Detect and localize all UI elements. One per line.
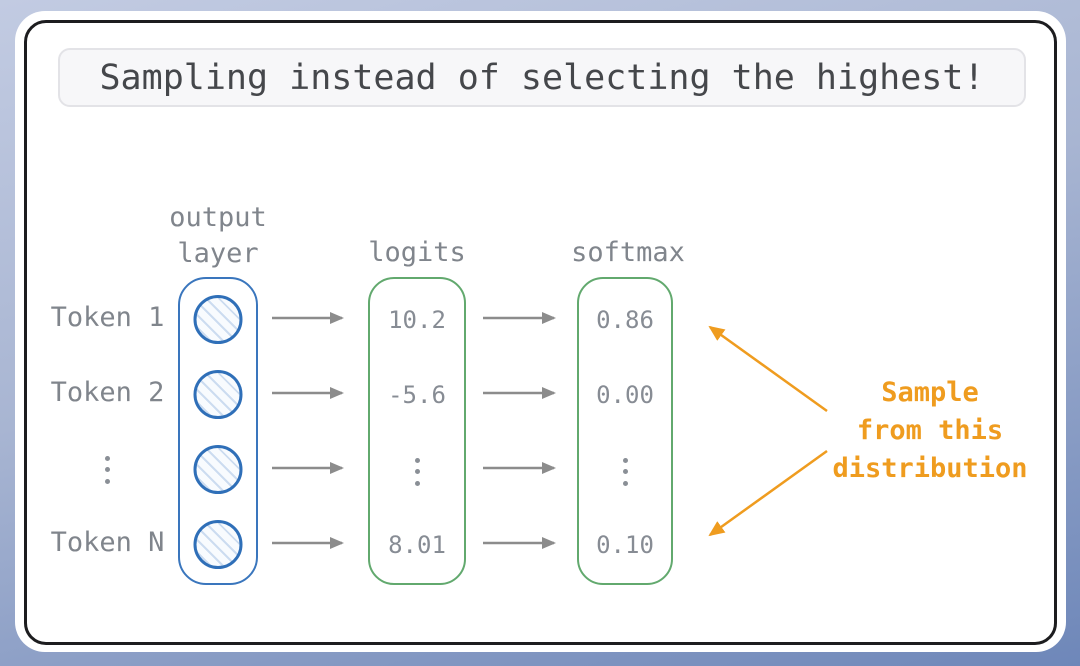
output-layer-label: output layer bbox=[128, 200, 308, 272]
ellipsis-dot bbox=[105, 467, 110, 472]
output-layer-box bbox=[178, 277, 258, 585]
logit-value-1: 10.2 bbox=[388, 306, 446, 334]
softmax-value-2: 0.00 bbox=[596, 381, 654, 409]
neuron-circle-1 bbox=[193, 295, 243, 344]
softmax-value-n: 0.10 bbox=[596, 531, 654, 559]
token-vertical-ellipsis bbox=[40, 449, 175, 490]
title-text: Sampling instead of selecting the highes… bbox=[99, 57, 985, 98]
ellipsis-dot bbox=[622, 457, 628, 463]
logits-vertical-ellipsis bbox=[370, 451, 464, 492]
logits-label: logits bbox=[368, 237, 466, 268]
output-layer-label-line2: layer bbox=[177, 238, 259, 269]
softmax-vertical-ellipsis bbox=[579, 451, 671, 492]
ellipsis-dot bbox=[414, 469, 420, 474]
ellipsis-dot bbox=[414, 480, 420, 486]
softmax-label: softmax bbox=[571, 237, 685, 268]
neuron-circle-2 bbox=[193, 370, 243, 419]
sample-annotation-line3: distribution bbox=[832, 453, 1028, 484]
token-2-label: Token 2 bbox=[50, 377, 165, 408]
token-n-label: Token N bbox=[50, 527, 165, 558]
logits-box: 10.2 -5.6 8.01 bbox=[368, 277, 466, 585]
softmax-value-1: 0.86 bbox=[596, 306, 654, 334]
title-banner: Sampling instead of selecting the highes… bbox=[58, 48, 1026, 107]
token-1-label: Token 1 bbox=[50, 302, 165, 333]
logit-value-2: -5.6 bbox=[388, 381, 446, 409]
neuron-circle-4 bbox=[193, 520, 243, 569]
sample-annotation-line2: from this bbox=[856, 415, 1004, 446]
ellipsis-dot bbox=[414, 457, 420, 463]
sample-annotation: Sample from this distribution bbox=[795, 374, 1065, 488]
ellipsis-dot bbox=[622, 469, 628, 474]
logit-value-n: 8.01 bbox=[388, 531, 446, 559]
output-layer-label-line1: output bbox=[169, 202, 267, 233]
softmax-box: 0.86 0.00 0.10 bbox=[577, 277, 673, 585]
ellipsis-dot bbox=[622, 480, 628, 486]
ellipsis-dot bbox=[105, 478, 110, 484]
ellipsis-dot bbox=[105, 455, 110, 461]
neuron-circle-3 bbox=[193, 445, 243, 494]
sample-annotation-line1: Sample bbox=[881, 377, 979, 408]
